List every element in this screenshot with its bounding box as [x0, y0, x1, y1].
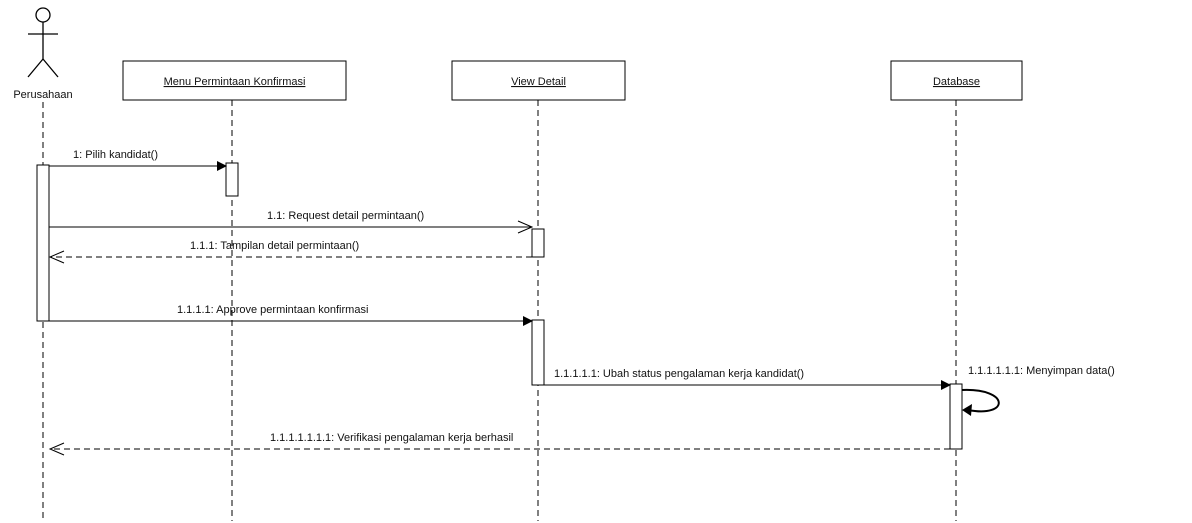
actor-perusahaan: Perusahaan	[13, 7, 73, 101]
object-box	[122, 60, 347, 101]
activation-view-detail-1	[531, 228, 545, 258]
object-database: Database	[890, 60, 1023, 101]
message-label: 1: Pilih kandidat()	[73, 149, 158, 161]
object-menu-permintaan-konfirmasi: Menu Permintaan Konfirmasi	[122, 60, 347, 101]
object-view-detail: View Detail	[451, 60, 626, 101]
object-box	[451, 60, 626, 101]
message-label: 1.1.1.1.1.1: Menyimpan data()	[968, 365, 1115, 377]
activation-view-detail-2	[531, 319, 545, 386]
actor-name: Perusahaan	[13, 89, 72, 101]
object-name: Menu Permintaan Konfirmasi	[164, 76, 306, 88]
open-arrowhead	[48, 250, 65, 264]
actor-head	[35, 7, 51, 23]
message-label: 1.1: Request detail permintaan()	[267, 210, 424, 222]
open-arrowhead	[48, 442, 65, 456]
message-label: 1.1.1: Tampilan detail permintaan()	[190, 240, 359, 252]
self-arrow	[961, 388, 1000, 413]
message-approve-permintaan: 1.1.1.1: Approve permintaan konfirmasi	[49, 304, 533, 326]
message-menyimpan-data: 1.1.1.1.1.1: Menyimpan data()	[961, 365, 1115, 416]
message-ubah-status: 1.1.1.1.1: Ubah status pengalaman kerja …	[544, 368, 951, 390]
object-name: View Detail	[511, 76, 566, 88]
self-arrowhead	[962, 404, 972, 416]
activation-perusahaan	[36, 164, 50, 322]
object-name: Database	[933, 76, 980, 88]
message-label: 1.1.1.1: Approve permintaan konfirmasi	[177, 304, 368, 316]
open-arrowhead	[517, 220, 534, 234]
activation-database	[949, 383, 963, 450]
actor-left-leg	[27, 58, 44, 78]
message-request-detail-permintaan: 1.1: Request detail permintaan()	[49, 210, 534, 234]
message-tampilan-detail-permintaan: 1.1.1: Tampilan detail permintaan()	[48, 240, 532, 264]
message-label: 1.1.1.1.1: Ubah status pengalaman kerja …	[554, 368, 804, 380]
message-label: 1.1.1.1.1.1.1: Verifikasi pengalaman ker…	[270, 432, 513, 444]
message-pilih-kandidat: 1: Pilih kandidat()	[49, 149, 227, 171]
activation-menu	[225, 162, 239, 197]
object-box	[890, 60, 1023, 101]
message-verifikasi-berhasil: 1.1.1.1.1.1.1: Verifikasi pengalaman ker…	[48, 432, 950, 456]
actor-right-leg	[42, 58, 59, 78]
